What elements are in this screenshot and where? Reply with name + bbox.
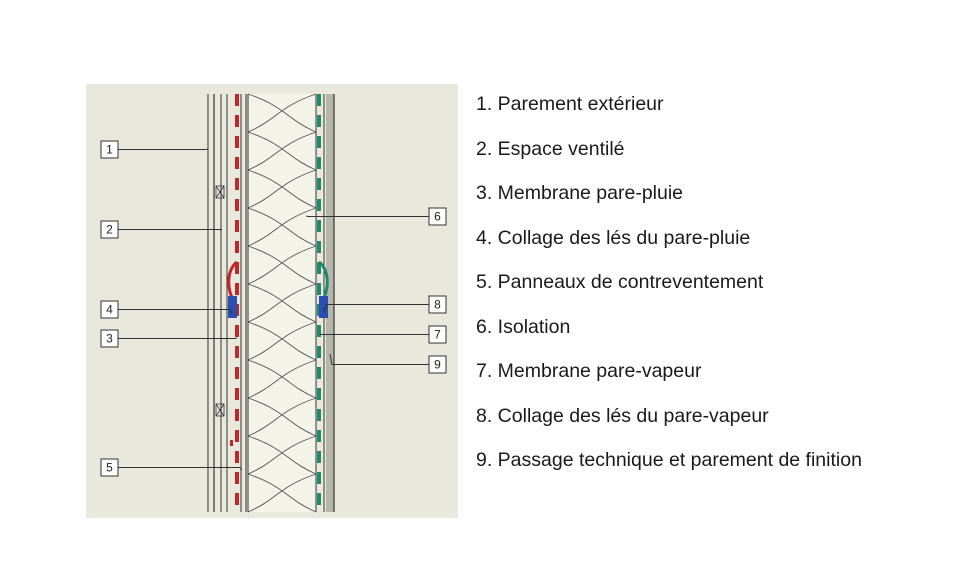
insulation-area [248,94,316,512]
insulation-layer [247,93,317,513]
callout-leader [329,353,429,365]
callout-1: 1 [100,140,209,159]
callout-5: 5 [100,458,243,477]
callout-label: 8 [434,298,441,312]
callout-leader [319,333,429,335]
callout-leader [118,467,243,471]
callout-7: 7 [319,325,447,344]
callout-4: 4 [100,300,233,319]
rain-barrier-mark [230,440,233,446]
legend-list: 1. Parement extérieur 2. Espace ventilé … [476,87,862,488]
vapour-barrier-tape [319,296,328,318]
callout-label: 5 [106,461,113,475]
insulation-pattern [247,93,317,513]
callout-label: 7 [434,328,441,342]
callout-leader [118,229,223,231]
callout-3: 3 [100,329,238,348]
legend-item-3: 3. Membrane pare-pluie [476,182,684,204]
callout-label: 4 [106,303,113,317]
callout-leader [323,304,429,313]
callout-9: 9 [329,353,447,374]
callout-2: 2 [100,220,223,239]
legend-item-2: 2. Espace ventilé [476,137,625,160]
callout-leader [118,309,233,315]
legend-item-7: 7. Membrane pare-vapeur [476,360,702,382]
callout-8: 8 [323,295,447,314]
wall-section-drawing: 1 2 4 3 5 6 8 7 9 [100,93,447,513]
ventilation-cross [215,403,225,417]
wall-section-diagram: 1 2 4 3 5 6 8 7 9 [86,84,458,518]
callout-leader [305,215,429,217]
ventilation-box [215,185,225,199]
callout-label: 3 [106,332,113,346]
callout-label: 9 [434,358,441,372]
callout-leader [118,337,238,339]
callout-leader [118,148,209,150]
interior-finish-hatch [326,94,334,512]
callout-6: 6 [305,207,447,226]
legend-item-9: 9. Passage technique et parement de fini… [476,449,862,471]
legend-item-6: 6. Isolation [476,315,571,338]
rain-barrier-tape [228,296,237,318]
callout-label: 1 [106,143,113,157]
ventilation-box [215,403,225,417]
callout-label: 2 [106,223,113,237]
legend-item-4: 4. Collage des lés du pare-pluie [476,226,751,249]
legend-item-5: 5. Panneaux de contreventement [476,271,764,293]
callout-label: 6 [434,210,441,224]
ventilation-cross [215,185,225,199]
legend-item-1: 1. Parement extérieur [476,93,664,115]
legend-item-8: 8. Collage des lés du pare-vapeur [476,404,769,427]
